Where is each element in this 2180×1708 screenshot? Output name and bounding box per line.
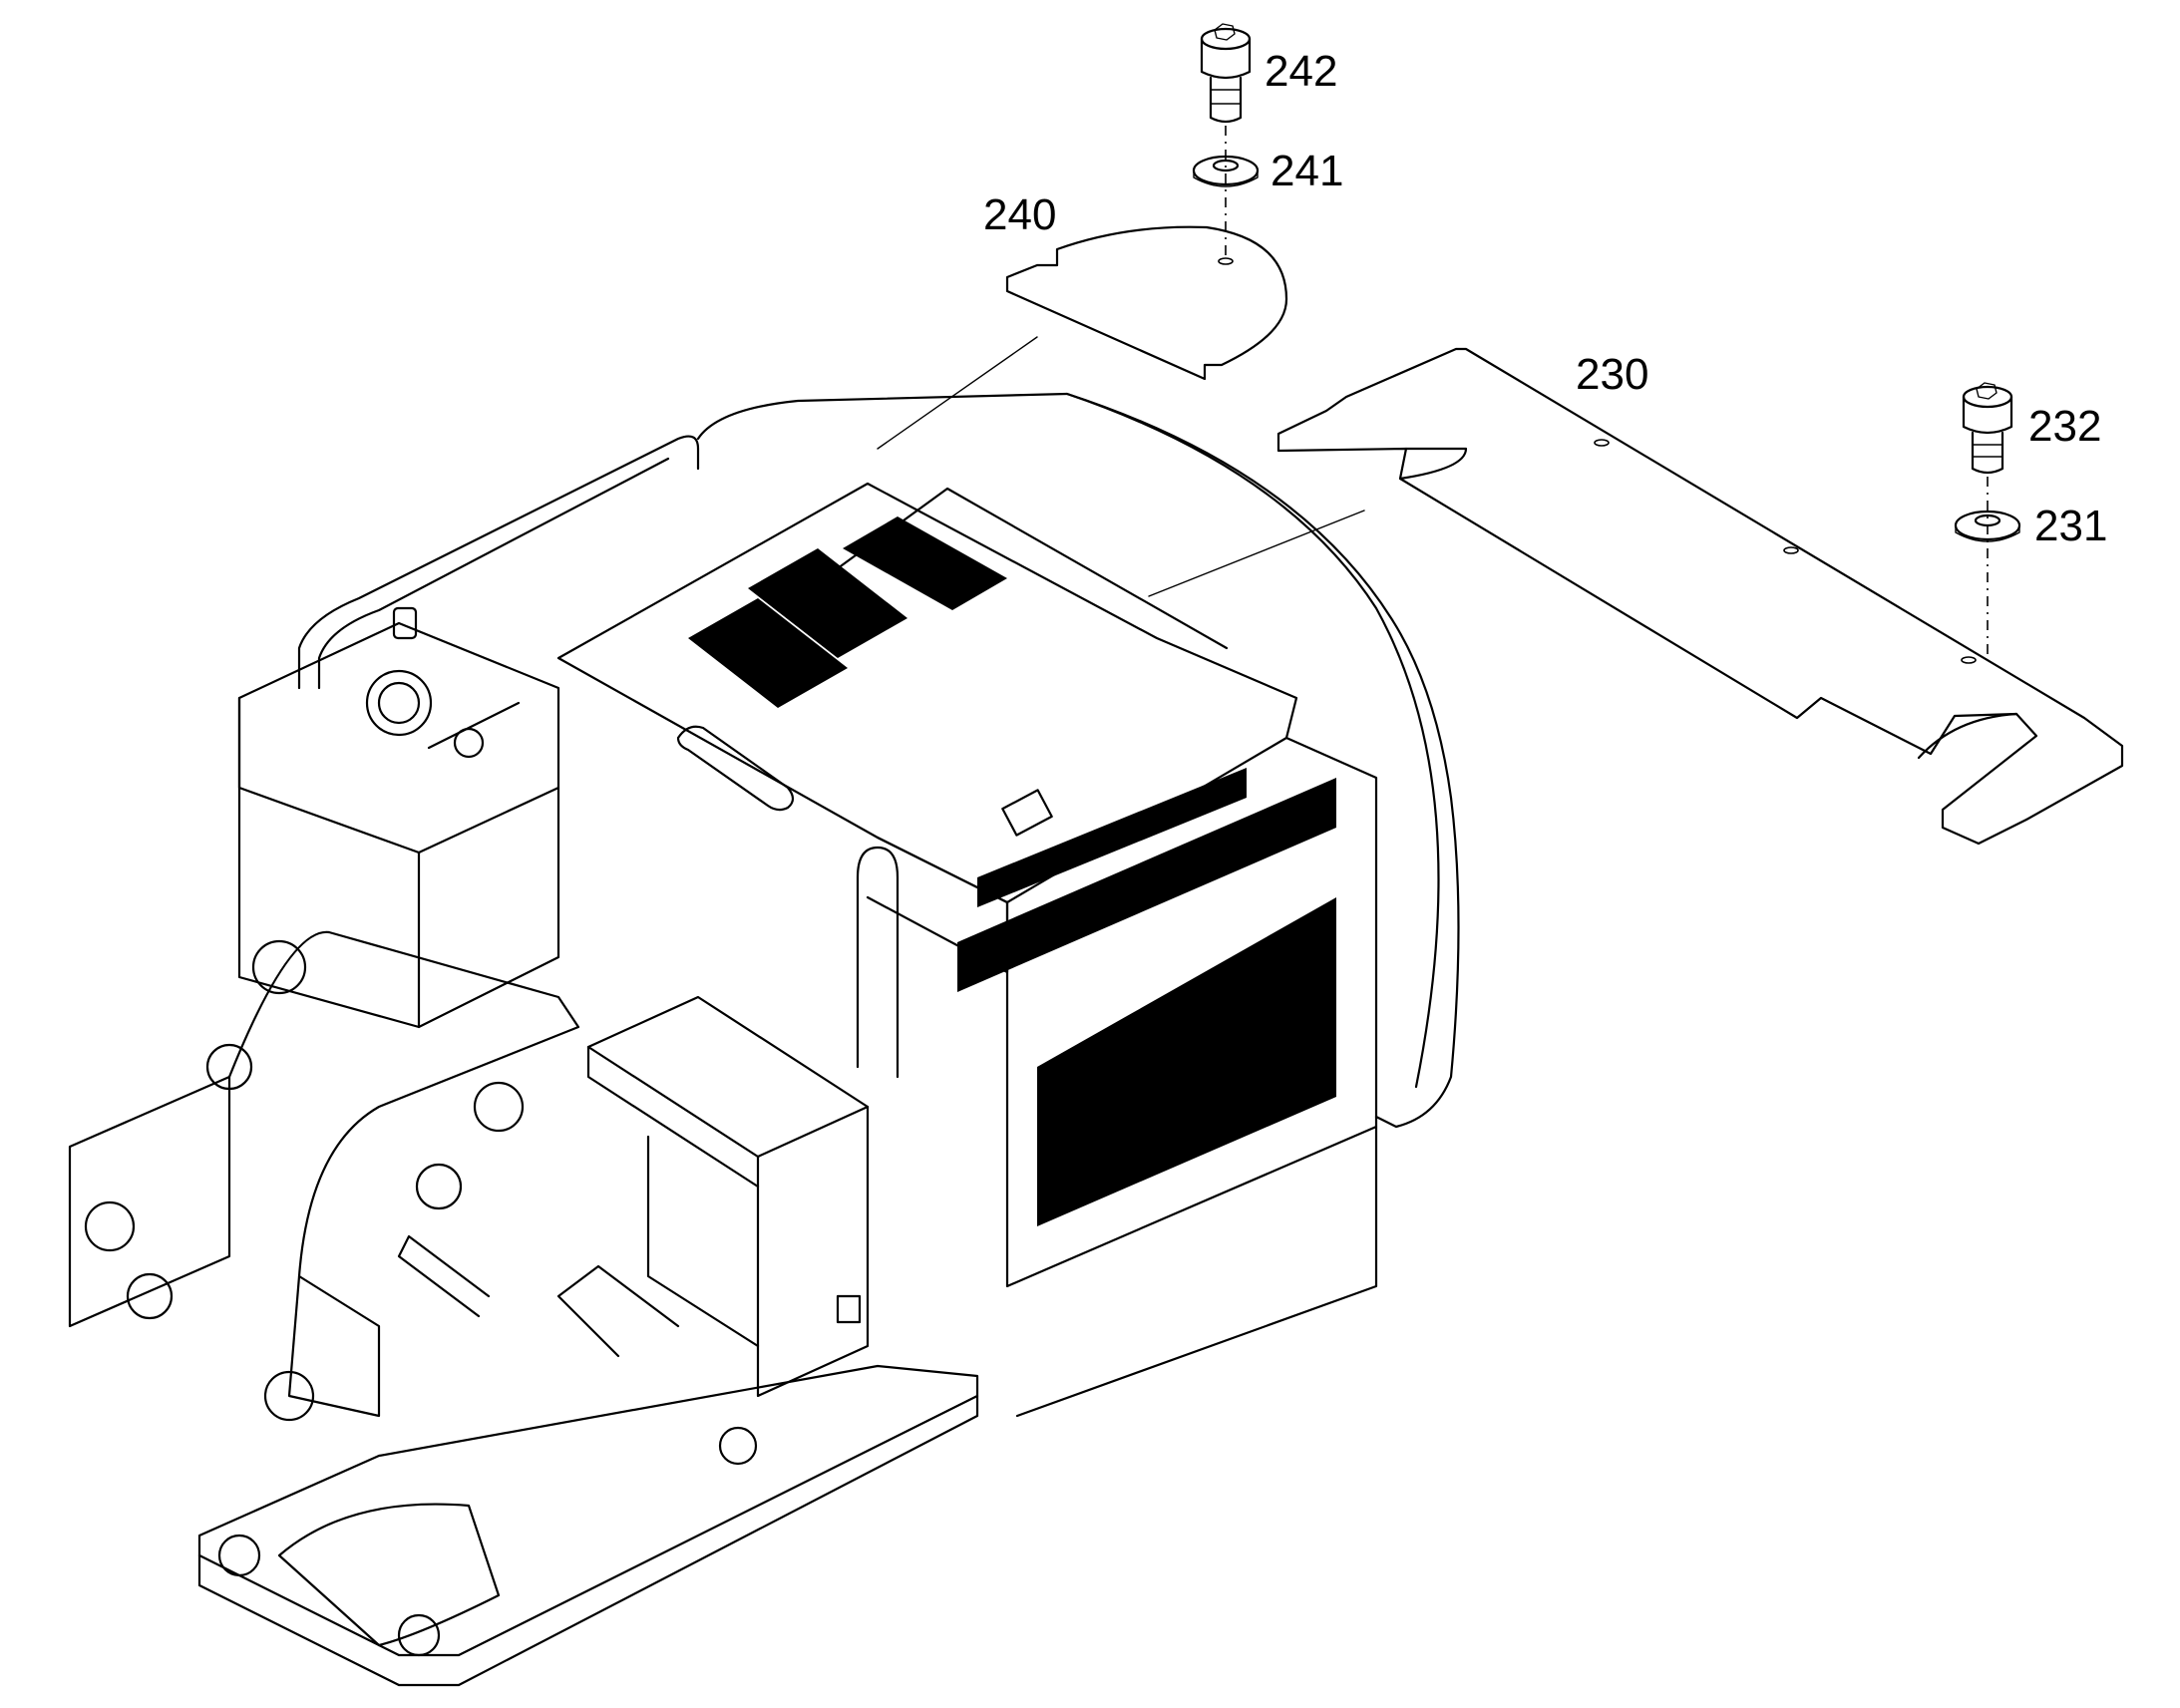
callout-240: 240 [983,190,1056,239]
callout-242: 242 [1265,47,1337,96]
callout-230: 230 [1576,350,1648,399]
callout-231: 231 [2034,502,2107,550]
callout-232: 232 [2028,402,2101,451]
leader-240 [877,336,1038,450]
cover-plate-230-icon [1276,347,2124,846]
washer-231-icon [1954,510,2021,542]
bolt-242-icon [1200,23,1252,124]
callout-241: 241 [1271,147,1343,195]
bolt-232-icon [1962,382,2013,475]
leader-230 [1148,510,1365,597]
cover-plate-240-icon [1005,225,1288,381]
machine-body-illustration [68,392,1460,1687]
washer-241-icon [1192,155,1260,187]
